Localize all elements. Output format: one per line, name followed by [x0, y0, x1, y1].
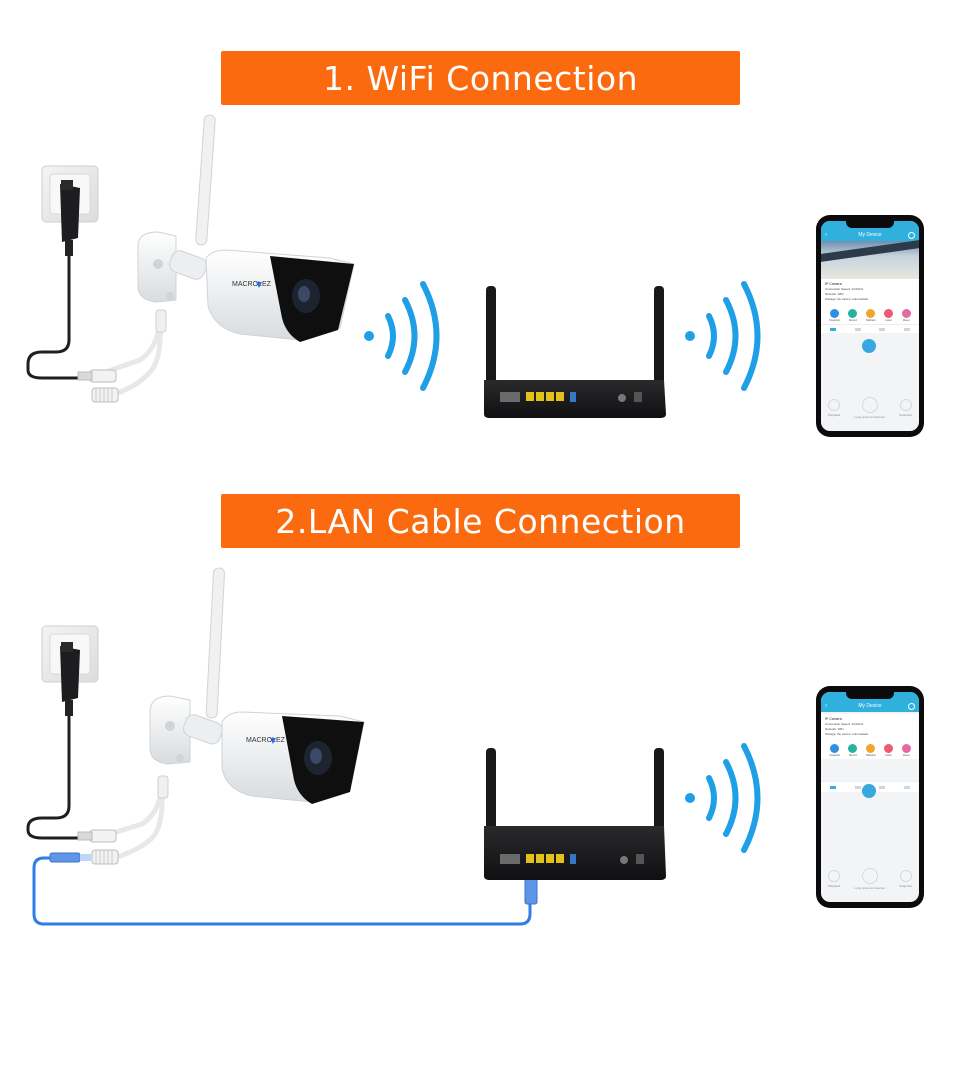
bottom-controls: Playback Long press to Intercom Snapshot	[821, 385, 919, 431]
smartphone: ‹ My Device IP Camera Connection Speed: …	[816, 686, 924, 908]
playback-button[interactable]: Playback	[828, 399, 840, 417]
power-adapter	[60, 642, 80, 716]
reset-button[interactable]: Reset	[902, 744, 911, 757]
wifi-signal-icon	[685, 284, 758, 388]
snapshot-button[interactable]: Snapshot	[829, 744, 840, 757]
device-info: IP Camera Connection Speed: 14.0Kb/s Net…	[821, 714, 919, 740]
phone-notch	[846, 220, 894, 228]
wifi-router	[484, 748, 666, 880]
microphone-icon[interactable]	[862, 339, 876, 353]
speed-value: 14.0Kb/s	[851, 722, 863, 726]
phone-notch	[846, 691, 894, 699]
dc-connector	[78, 830, 116, 842]
app-screen-title: My Device	[858, 703, 881, 709]
smartphone: ‹ My Device IP Camera Connection Speed: …	[816, 215, 924, 437]
storage-label: Storage:	[825, 732, 836, 736]
phone-screen: ‹ My Device IP Camera Connection Speed: …	[821, 692, 919, 902]
snapshot-button[interactable]: Snapshot	[829, 309, 840, 322]
tab-indicator	[821, 324, 919, 333]
phone-screen: ‹ My Device IP Camera Connection Speed: …	[821, 221, 919, 431]
dc-connector	[78, 370, 116, 382]
back-icon[interactable]: ‹	[825, 703, 827, 709]
camera-brand-label: MACROLEZ	[232, 281, 272, 288]
record-button[interactable]: Record	[848, 744, 857, 757]
device-info: IP Camera Connection Speed: 14.0Kb/s Net…	[821, 279, 919, 305]
storage-value: No card or unformatted	[837, 732, 868, 736]
storage-label: Storage:	[825, 297, 836, 301]
network-label: Network:	[825, 292, 837, 296]
speed-value: 14.0Kb/s	[851, 287, 863, 291]
talkback-button[interactable]: Talkback	[866, 744, 876, 757]
network-value: WiFi	[838, 292, 844, 296]
wifi-signal-icon	[685, 746, 758, 850]
settings-icon[interactable]	[908, 232, 915, 239]
wifi-scene: MACROLEZ	[28, 115, 758, 418]
wifi-signal-icon	[364, 284, 437, 388]
snapshot-bottom-button[interactable]: Snapshot	[899, 870, 912, 888]
power-adapter	[60, 180, 80, 256]
bottom-controls: Playback Long press to Intercom Snapshot	[821, 856, 919, 902]
talkback-button[interactable]: Talkback	[866, 309, 876, 322]
intercom-button[interactable]: Long press to Intercom	[854, 397, 885, 419]
speed-label: Connection Speed:	[825, 287, 851, 291]
back-icon[interactable]: ‹	[825, 232, 827, 238]
reset-button[interactable]: Reset	[902, 309, 911, 322]
app-screen-title: My Device	[858, 232, 881, 238]
control-buttons: Snapshot Record Talkback Listen Reset	[821, 305, 919, 324]
record-button[interactable]: Record	[848, 309, 857, 322]
lan-cable	[34, 858, 530, 924]
listen-button[interactable]: Listen	[884, 744, 893, 757]
microphone-icon[interactable]	[862, 784, 876, 798]
network-value: WiFi	[838, 727, 844, 731]
lan-scene: MACROLEZ	[28, 568, 758, 924]
control-buttons: Snapshot Record Talkback Listen Reset	[821, 740, 919, 759]
bullet-camera: MACROLEZ	[150, 568, 364, 804]
rj45-port-connector	[92, 850, 118, 864]
listen-button[interactable]: Listen	[884, 309, 893, 322]
lan-cable-plug	[50, 853, 92, 862]
storage-value: No card or unformatted	[837, 297, 868, 301]
snapshot-bottom-button[interactable]: Snapshot	[899, 399, 912, 417]
settings-icon[interactable]	[908, 703, 915, 710]
camera-live-preview[interactable]	[821, 241, 919, 279]
bullet-camera: MACROLEZ	[138, 115, 354, 342]
intercom-button[interactable]: Long press to Intercom	[854, 868, 885, 890]
speed-label: Connection Speed:	[825, 722, 851, 726]
rj45-port-connector	[92, 388, 118, 402]
camera-brand-label: MACROLEZ	[246, 737, 286, 744]
wifi-router	[484, 286, 666, 418]
playback-button[interactable]: Playback	[828, 870, 840, 888]
network-label: Network:	[825, 727, 837, 731]
